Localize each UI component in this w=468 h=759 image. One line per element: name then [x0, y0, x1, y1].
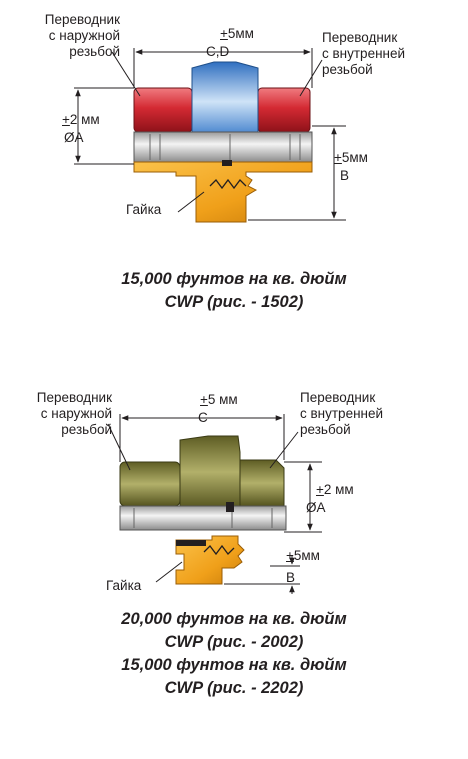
d2-male-line1: Переводник [36, 390, 112, 405]
d1-male-line2: с наружной [48, 28, 120, 43]
d2-male-line2: с наружной [40, 406, 112, 421]
d1-caption-line2: CWP (рис. - 1502) [164, 293, 304, 311]
d1-male-line1: Переводник [44, 12, 120, 27]
steel-band [133, 131, 313, 163]
d1-caption: 15,000 фунтов на кв. дюйм CWP (рис. - 15… [0, 268, 468, 314]
d2-tol-b-value: 5мм [293, 548, 320, 563]
d1-tol-a-value: 2 мм [69, 112, 100, 127]
diagram2-dimensions [107, 414, 322, 594]
diagram2-fitting [119, 435, 287, 585]
d1-male-line3: резьбой [69, 44, 120, 59]
female-sub-red [257, 87, 311, 133]
d1-nut-label: Гайка [126, 202, 162, 217]
d2-tol-b: +5мм [286, 548, 320, 563]
male-sub-red [133, 87, 193, 133]
d2-caption-line3: 15,000 фунтов на кв. дюйм [121, 656, 347, 674]
steel-band-2 [119, 505, 287, 531]
nut-section-orange-2 [175, 535, 245, 585]
diagram1-dimensions [74, 48, 346, 221]
d1-tol-cd: +5мм [220, 26, 254, 41]
d1-tol-b: +5мм [334, 150, 368, 165]
d2-tol-c-value: 5 мм [207, 392, 238, 407]
d2-female-sub-label: Переводник с внутренней резьбой [300, 390, 383, 438]
d2-nut-label: Гайка [106, 578, 142, 593]
d2-caption-line2: CWP (рис. - 2002) [164, 633, 304, 651]
d1-dim-cd: C,D [206, 44, 230, 59]
nut-section-orange [133, 161, 313, 223]
d2-tol-a: +2 мм [316, 482, 354, 497]
wing-nut-blue [191, 61, 259, 135]
d1-caption-line1: 15,000 фунтов на кв. дюйм [121, 270, 347, 288]
d2-dim-a: ØA [306, 500, 326, 515]
d1-tol-a: +2 мм [62, 112, 100, 127]
d1-tol-cd-value: 5мм [227, 26, 254, 41]
d1-female-sub-label: Переводник с внутренней резьбой [322, 30, 405, 78]
d2-caption-line1: 20,000 фунтов на кв. дюйм [121, 610, 347, 628]
d1-female-line1: Переводник [322, 30, 398, 45]
d2-tol-c: +5 мм [200, 392, 238, 407]
d1-female-line3: резьбой [322, 62, 373, 77]
d2-caption-line4: CWP (рис. - 2202) [164, 679, 304, 697]
d2-dim-b: B [286, 570, 296, 585]
d2-male-line3: резьбой [61, 422, 112, 437]
d1-tol-b-value: 5мм [341, 150, 368, 165]
d2-caption: 20,000 фунтов на кв. дюйм CWP (рис. - 20… [0, 608, 468, 700]
d1-male-sub-label: Переводник с наружной резьбой [10, 12, 120, 60]
d1-dim-a: ØA [64, 130, 84, 145]
female-sub-olive [239, 459, 285, 507]
d2-female-line1: Переводник [300, 390, 376, 405]
d2-female-line2: с внутренней [300, 406, 384, 421]
d2-tol-a-value: 2 мм [323, 482, 354, 497]
diagram1-fitting [133, 61, 313, 223]
d2-dim-c: C [198, 410, 208, 425]
d2-male-sub-label: Переводник с наружной резьбой [8, 390, 112, 438]
d1-female-line2: с внутренней [322, 46, 406, 61]
d2-female-line3: резьбой [300, 422, 351, 437]
d1-dim-b: B [340, 168, 350, 183]
wing-nut-olive [179, 435, 241, 509]
